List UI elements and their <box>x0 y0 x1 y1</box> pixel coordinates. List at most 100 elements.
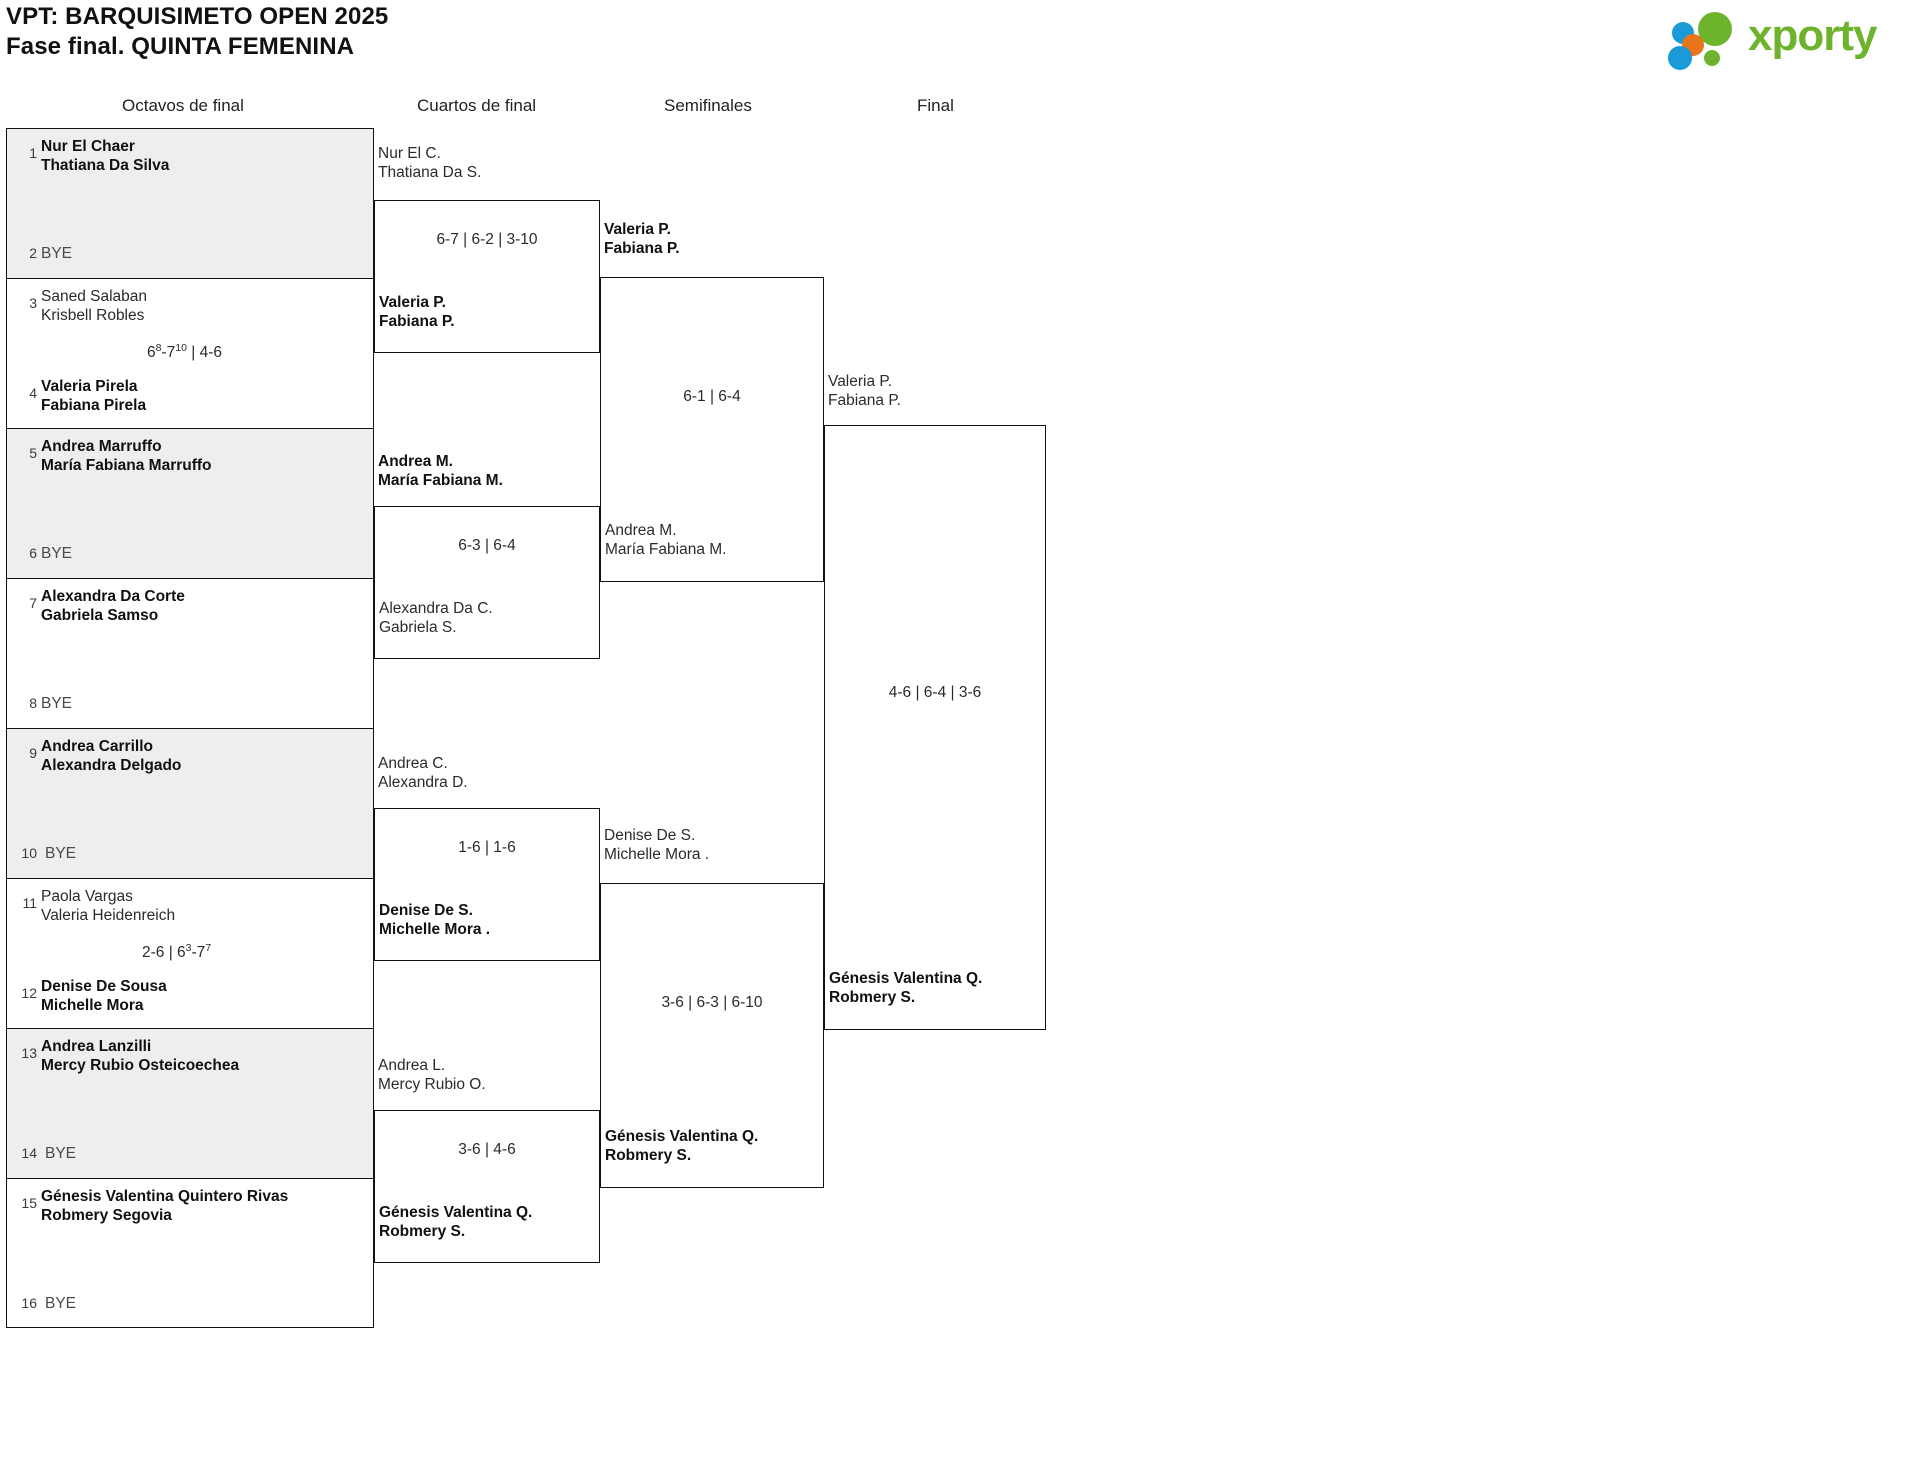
qf-match-3[interactable]: 1-6 | 1-6 Denise De S. Michelle Mora . <box>374 808 600 961</box>
player-name: Valeria Heidenreich <box>41 907 176 924</box>
player-name: María Fabiana M. <box>378 472 503 489</box>
player-name: Génesis Valentina Q. <box>605 1128 759 1145</box>
r16-score: 68-710 | 4-6 <box>147 341 222 361</box>
player-name: Génesis Valentina Quintero Rivas <box>41 1188 289 1205</box>
seed-number: 10 <box>21 845 37 861</box>
qf-3-team-bottom: Denise De S. Michelle Mora . <box>379 901 490 939</box>
player-name: Krisbell Robles <box>41 307 145 324</box>
player-name: Valeria P. <box>379 294 446 311</box>
logo-dot-green-small <box>1704 50 1720 66</box>
seed-number: 9 <box>29 745 37 761</box>
qf-4-team-bottom: Génesis Valentina Q. Robmery S. <box>379 1203 532 1241</box>
qf-match-2[interactable]: 6-3 | 6-4 Alexandra Da C. Gabriela S. <box>374 506 600 659</box>
seed-number: 8 <box>29 695 37 711</box>
r16-team-top: Alexandra Da Corte Gabriela Samso <box>41 587 367 625</box>
final-score: 4-6 | 6-4 | 3-6 <box>888 684 982 701</box>
seed-number: 7 <box>29 595 37 611</box>
qf-3-score: 1-6 | 1-6 <box>458 839 516 856</box>
player-name: Robmery S. <box>605 1147 692 1164</box>
r16-team-top: Génesis Valentina Quintero Rivas Robmery… <box>41 1187 367 1225</box>
qf-2-team-bottom: Alexandra Da C. Gabriela S. <box>379 599 493 637</box>
logo-wordmark: xporty <box>1748 11 1877 60</box>
final-match[interactable]: 4-6 | 6-4 | 3-6 Génesis Valentina Q. Rob… <box>824 425 1046 1030</box>
r16-match-8[interactable]: 15 Génesis Valentina Quintero Rivas Robm… <box>6 1178 374 1328</box>
qf-2-score: 6-3 | 6-4 <box>458 537 516 554</box>
r16-match-5[interactable]: 9 Andrea Carrillo Alexandra Delgado 10 B… <box>6 728 374 878</box>
qf-4-team-top: Andrea L. Mercy Rubio O. <box>378 1056 486 1094</box>
r16-match-1[interactable]: 1 Nur El Chaer Thatiana Da Silva 2 BYE <box>6 128 374 278</box>
player-name: Thatiana Da S. <box>378 164 482 181</box>
r16-team-bottom-bye: BYE <box>41 545 73 562</box>
player-name: Saned Salaban <box>41 288 148 305</box>
seed-number: 4 <box>29 385 37 401</box>
player-name: Andrea L. <box>378 1057 446 1074</box>
xporty-logo: xporty <box>1666 8 1896 70</box>
r16-match-4[interactable]: 7 Alexandra Da Corte Gabriela Samso 8 BY… <box>6 578 374 728</box>
r16-match-3[interactable]: 5 Andrea Marruffo María Fabiana Marruffo… <box>6 428 374 578</box>
player-name: Mercy Rubio Osteicoechea <box>41 1057 240 1074</box>
round-heading-cuartos: Cuartos de final <box>417 96 537 115</box>
r16-team-bottom-bye: BYE <box>45 1145 77 1162</box>
seed-number: 15 <box>21 1195 37 1211</box>
player-name: Andrea M. <box>378 453 453 470</box>
player-name: Fabiana P. <box>604 240 680 257</box>
player-name: Denise De Sousa <box>41 978 167 995</box>
r16-team-top: Nur El Chaer Thatiana Da Silva <box>41 137 367 175</box>
qf-2-team-top: Andrea M. María Fabiana M. <box>378 452 503 490</box>
player-name: Robmery S. <box>379 1223 466 1240</box>
player-name: Alexandra D. <box>378 774 468 791</box>
sf-2-team-top: Denise De S. Michelle Mora . <box>604 826 709 864</box>
player-name: Andrea M. <box>605 522 677 539</box>
r16-match-2[interactable]: 3 Saned Salaban Krisbell Robles 68-710 |… <box>6 278 374 428</box>
logo-dot-green-large <box>1698 12 1732 46</box>
player-name: Fabiana P. <box>828 392 901 409</box>
player-name: Denise De S. <box>379 902 473 919</box>
r16-team-bottom: Valeria Pirela Fabiana Pirela <box>41 377 367 415</box>
r16-team-bottom-bye: BYE <box>45 845 77 862</box>
player-name: Nur El C. <box>378 145 441 162</box>
player-name: Andrea Lanzilli <box>41 1038 152 1055</box>
qf-1-score: 6-7 | 6-2 | 3-10 <box>436 231 538 248</box>
player-name: Robmery S. <box>829 989 916 1006</box>
player-name: Fabiana P. <box>379 313 455 330</box>
player-name: Gabriela S. <box>379 619 457 636</box>
player-name: Andrea Marruffo <box>41 438 162 455</box>
player-name: Mercy Rubio O. <box>378 1076 486 1093</box>
player-name: Gabriela Samso <box>41 607 159 624</box>
r16-match-7[interactable]: 13 Andrea Lanzilli Mercy Rubio Osteicoec… <box>6 1028 374 1178</box>
r16-team-top: Saned Salaban Krisbell Robles <box>41 287 367 325</box>
page-title: VPT: BARQUISIMETO OPEN 2025 Fase final. … <box>6 2 388 62</box>
seed-number: 13 <box>21 1045 37 1061</box>
seed-number: 6 <box>29 545 37 561</box>
sf-match-2[interactable]: 3-6 | 6-3 | 6-10 Génesis Valentina Q. Ro… <box>600 883 824 1188</box>
qf-match-4[interactable]: 3-6 | 4-6 Génesis Valentina Q. Robmery S… <box>374 1110 600 1263</box>
player-name: Andrea Carrillo <box>41 738 153 755</box>
r16-team-bottom-bye: BYE <box>41 695 73 712</box>
r16-team-bottom-bye: BYE <box>45 1295 77 1312</box>
r16-match-6[interactable]: 11 Paola Vargas Valeria Heidenreich 2-6 … <box>6 878 374 1028</box>
player-name: Génesis Valentina Q. <box>379 1204 533 1221</box>
r16-score: 2-6 | 63-77 <box>142 941 212 961</box>
r16-team-bottom: Denise De Sousa Michelle Mora <box>41 977 367 1015</box>
player-name: Valeria P. <box>828 373 893 390</box>
player-name: Michelle Mora . <box>604 846 710 863</box>
player-name: Paola Vargas <box>41 888 133 905</box>
player-name: Andrea C. <box>378 755 448 772</box>
round-heading-octavos: Octavos de final <box>122 96 244 115</box>
player-name: Nur El Chaer <box>41 138 135 155</box>
player-name: María Fabiana Marruffo <box>41 457 212 474</box>
sf-match-1[interactable]: 6-1 | 6-4 Andrea M. María Fabiana M. <box>600 277 824 582</box>
r16-team-top: Paola Vargas Valeria Heidenreich <box>41 887 367 925</box>
sf-1-team-bottom: Andrea M. María Fabiana M. <box>605 521 726 559</box>
player-name: Alexandra Da Corte <box>41 588 185 605</box>
seed-number: 5 <box>29 445 37 461</box>
final-team-bottom-champion: Génesis Valentina Q. Robmery S. <box>829 969 982 1007</box>
qf-match-1[interactable]: 6-7 | 6-2 | 3-10 Valeria P. Fabiana P. <box>374 200 600 353</box>
player-name: Michelle Mora <box>41 997 144 1014</box>
player-name: Michelle Mora . <box>379 921 491 938</box>
player-name: Fabiana Pirela <box>41 397 147 414</box>
qf-1-team-top: Nur El C. Thatiana Da S. <box>378 144 481 182</box>
sf-2-score: 3-6 | 6-3 | 6-10 <box>661 994 763 1011</box>
round-heading-semifinales: Semifinales <box>664 96 752 115</box>
round-heading-final: Final <box>917 96 954 115</box>
